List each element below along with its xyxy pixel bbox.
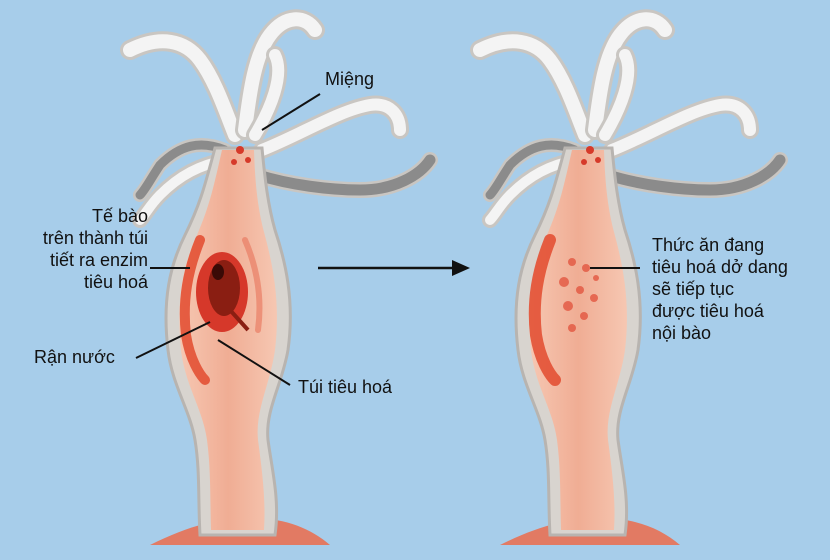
label-secreting-cells-line4: tiêu hoá: [10, 271, 148, 293]
label-digesting-food: Thức ăn đang tiêu hoá dở dang sẽ tiếp tụ…: [652, 234, 788, 344]
label-digesting-food-line3: sẽ tiếp tục: [652, 278, 788, 300]
prey-daphnia: [196, 252, 248, 332]
label-mouth: Miệng: [325, 68, 374, 90]
label-prey: Rận nước: [34, 346, 115, 368]
label-digesting-food-line1: Thức ăn đang: [652, 234, 788, 256]
label-secreting-cells-line3: tiết ra enzim: [10, 249, 148, 271]
label-digestive-sac: Túi tiêu hoá: [298, 376, 392, 398]
label-digesting-food-line5: nội bào: [652, 322, 788, 344]
transition-arrow: [318, 260, 470, 276]
hydra-left: [130, 19, 430, 545]
label-secreting-cells: Tế bào trên thành túi tiết ra enzim tiêu…: [10, 205, 148, 293]
label-digesting-food-line4: được tiêu hoá: [652, 300, 788, 322]
label-secreting-cells-line1: Tế bào: [10, 205, 148, 227]
label-secreting-cells-line2: trên thành túi: [10, 227, 148, 249]
label-digesting-food-line2: tiêu hoá dở dang: [652, 256, 788, 278]
